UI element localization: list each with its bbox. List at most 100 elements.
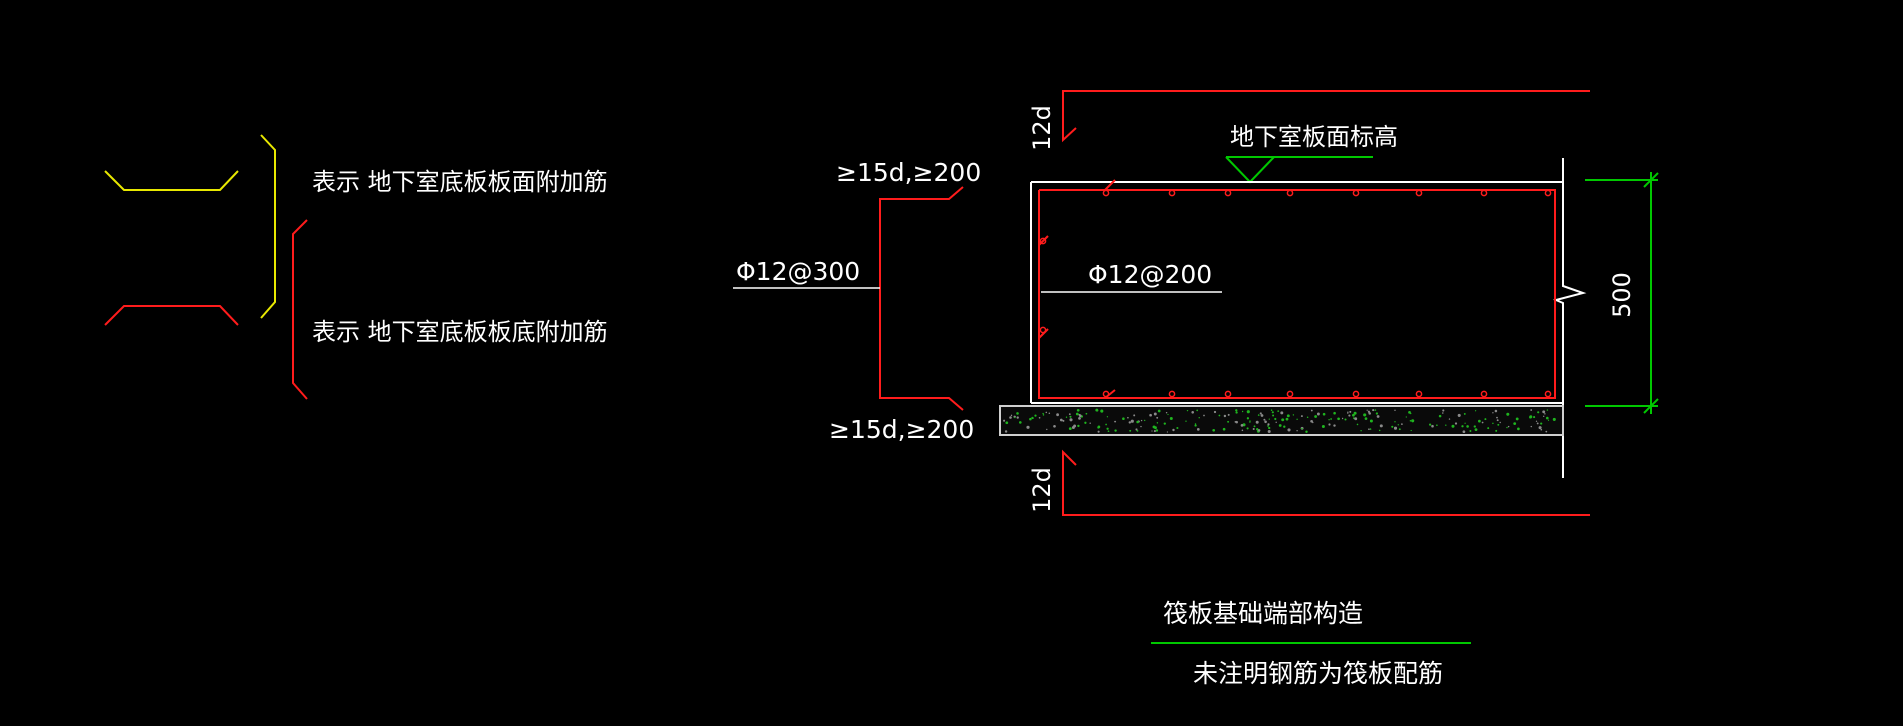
cushion-grain — [1042, 412, 1044, 415]
cushion-grain — [1203, 414, 1205, 417]
cushion-grain — [1065, 416, 1068, 418]
rebar-dot — [1352, 189, 1360, 197]
cushion-grain — [1014, 416, 1016, 419]
inner-bar-label: Φ12@200 — [1088, 260, 1212, 289]
cushion-grain — [1374, 409, 1377, 411]
cushion-grain — [1003, 419, 1006, 422]
cushion-grain — [1277, 410, 1280, 412]
cushion-grain — [1114, 429, 1117, 432]
top-anchor-label: ≥15d,≥200 — [836, 158, 981, 187]
cushion-grain — [1530, 409, 1533, 411]
rebar-dot — [1415, 390, 1423, 398]
cushion-grain — [1227, 413, 1230, 416]
cushion-grain — [1375, 412, 1379, 415]
cushion-grain — [1408, 411, 1411, 414]
cushion-grain — [1322, 412, 1326, 416]
cushion-grain — [1154, 426, 1157, 430]
cushion-grain — [1167, 413, 1169, 416]
cushion-grain — [1492, 422, 1494, 425]
cushion-grain — [1397, 424, 1399, 426]
cushion-grain — [1018, 421, 1022, 424]
cushion-grain — [1552, 417, 1556, 421]
cushion-grain — [1538, 426, 1542, 430]
cushion-grain — [1252, 427, 1255, 431]
cushion-grain — [1085, 412, 1088, 415]
cushion-grain — [1263, 418, 1266, 421]
cushion-grain — [1411, 419, 1415, 423]
cushion-grain — [1379, 424, 1383, 428]
cushion-grain — [1391, 425, 1394, 428]
cushion-grain — [1149, 413, 1152, 417]
cushion-grain — [1029, 417, 1032, 421]
cushion-grain — [1405, 416, 1407, 418]
cushion-grain — [1122, 417, 1125, 420]
cushion-grain — [1056, 413, 1059, 417]
cushion-grain — [1076, 408, 1080, 412]
cushion-grain — [1333, 411, 1336, 415]
cushion-grain — [1249, 421, 1251, 423]
cushion-grain — [1546, 409, 1549, 411]
cushion-grain — [1349, 410, 1352, 413]
cushion-grain — [1010, 414, 1013, 417]
cushion-grain — [1253, 425, 1256, 428]
cushion-grain — [1196, 409, 1199, 412]
cushion-grain — [1529, 415, 1532, 419]
cushion-grain — [1316, 412, 1320, 416]
cushion-grain — [1212, 428, 1216, 432]
cushion-grain — [1213, 410, 1217, 414]
rebar-dot — [1544, 390, 1552, 398]
cushion-grain — [1077, 424, 1080, 428]
cushion-grain — [1278, 424, 1282, 427]
cushion-grain — [1005, 421, 1009, 425]
cushion-grain — [1540, 422, 1543, 425]
cushion-grain — [1442, 409, 1445, 412]
cushion-grain — [1487, 427, 1490, 430]
legend-top-symbol — [104, 134, 276, 319]
cushion-grain — [1513, 422, 1517, 425]
cushion-grain — [1069, 418, 1073, 422]
cushion-grain — [1079, 414, 1082, 417]
cushion-grain — [1196, 428, 1200, 431]
rebar-dot — [1480, 189, 1488, 197]
cushion-grain — [1438, 414, 1442, 418]
cushion-grain — [1499, 421, 1501, 424]
cushion-grain — [1016, 416, 1019, 419]
cushion-grain — [1128, 421, 1132, 424]
cushion-grain — [1393, 426, 1398, 430]
cushion-grain — [1169, 416, 1173, 421]
cushion-grain — [1078, 417, 1081, 420]
cushion-grain — [1354, 417, 1358, 421]
cushion-grain — [1321, 424, 1325, 429]
cushion-grain — [1344, 418, 1347, 421]
cushion-grain — [1366, 409, 1368, 411]
cushion-grain — [1310, 419, 1313, 423]
cushion-grain — [1280, 411, 1284, 415]
cushion-grain — [1287, 428, 1291, 432]
cushion-grain — [1038, 416, 1041, 419]
rebar-dot — [1039, 237, 1047, 245]
rebar-dot — [1102, 189, 1110, 197]
cushion-grain — [1062, 419, 1065, 422]
cushion-grain — [1218, 414, 1221, 417]
cushion-grain — [1448, 418, 1451, 420]
cushion-grain — [1222, 427, 1226, 431]
cushion-grain — [1069, 415, 1072, 418]
top-lap-bar — [1062, 90, 1590, 143]
cushion-grain — [1246, 417, 1250, 420]
rebar-dot — [1480, 390, 1488, 398]
cushion-grain — [1235, 409, 1238, 412]
cushion-grain — [1292, 414, 1295, 416]
cushion-grain — [1257, 414, 1260, 416]
cushion-grain — [1474, 428, 1478, 432]
cushion-grain — [1544, 413, 1546, 415]
cushion-grain — [1341, 417, 1344, 420]
cushion-grain — [1053, 424, 1056, 428]
legend-bottom-symbol — [104, 219, 308, 400]
cushion-grain — [1394, 409, 1396, 412]
cushion-grain — [1369, 419, 1373, 423]
cushion-grain — [1376, 415, 1380, 418]
cushion-grain — [1364, 417, 1368, 420]
cushion-grain — [1031, 416, 1034, 419]
